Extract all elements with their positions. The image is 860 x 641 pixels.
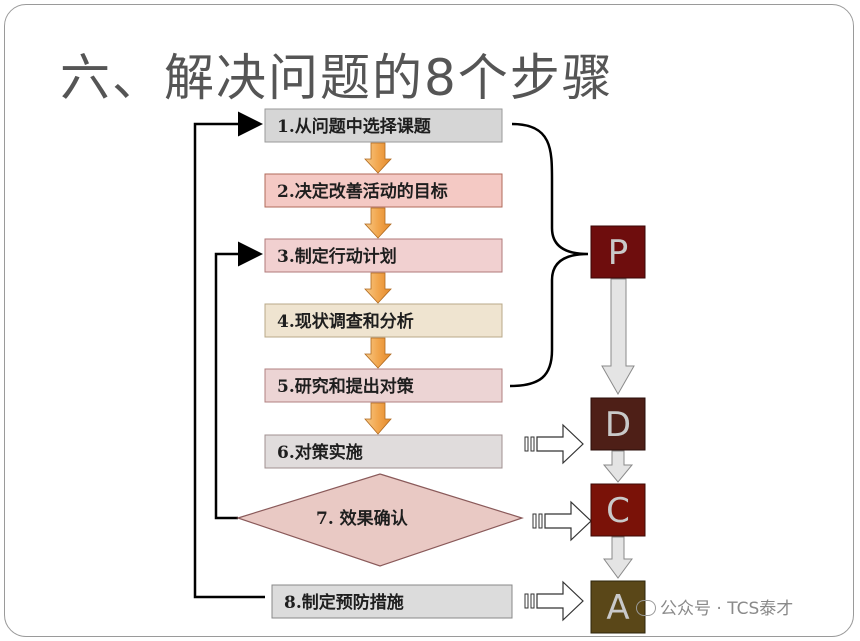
pdca-c-letter: C: [606, 491, 630, 531]
arrow-to-a: [524, 580, 584, 622]
loop-line-inner: [214, 241, 263, 520]
step-8-box: 8.制定预防措施: [271, 584, 513, 619]
pdca-p-block: P: [590, 225, 646, 279]
step-4-label: 4.现状调查和分析: [277, 311, 414, 332]
step-7-label: 7. 效果确认: [316, 508, 409, 529]
orange-arrows: [364, 142, 392, 435]
down-arrow-1: [364, 142, 392, 174]
step-1-box: 1.从问题中选择课题: [264, 108, 503, 143]
down-arrow-4: [364, 337, 392, 369]
step-6-label: 6.对策实施: [277, 442, 363, 463]
step-8-label: 8.制定预防措施: [284, 592, 404, 613]
wechat-icon: [636, 600, 656, 616]
arrow-to-d: [524, 423, 584, 465]
pdca-d-letter: D: [605, 405, 631, 445]
watermark: 公众号 · TCS泰才: [636, 594, 793, 619]
down-arrow-5: [364, 402, 392, 435]
c-to-a-arrow: [603, 536, 633, 579]
step-6-box: 6.对策实施: [264, 434, 503, 469]
d-to-c-arrow: [602, 450, 634, 483]
p-to-d-arrow: [601, 278, 635, 396]
pdca-p-letter: P: [608, 233, 629, 273]
step-1-label: 1.从问题中选择课题: [277, 116, 432, 137]
step-2-box: 2.决定改善活动的目标: [264, 173, 503, 208]
step-7-diamond: 7. 效果确认: [236, 473, 524, 567]
down-arrow-3: [364, 272, 392, 304]
step-5-label: 5.研究和提出对策: [277, 376, 415, 397]
step-3-box: 3.制定行动计划: [264, 238, 503, 273]
pdca-arrows: [601, 278, 635, 579]
step-3-label: 3.制定行动计划: [277, 246, 397, 267]
step-2-label: 2.决定改善活动的目标: [277, 181, 448, 202]
arrow-to-c: [532, 500, 592, 542]
plan-brace: [509, 122, 589, 388]
step-4-box: 4.现状调查和分析: [264, 303, 503, 338]
pdca-d-block: D: [590, 397, 646, 451]
step-5-box: 5.研究和提出对策: [264, 368, 503, 403]
pdca-c-block: C: [590, 483, 646, 537]
down-arrow-2: [364, 207, 392, 239]
watermark-text: 公众号 · TCS泰才: [660, 599, 794, 619]
page-title: 六、解决问题的8个步骤: [60, 49, 614, 107]
pdca-a-letter: A: [606, 588, 629, 628]
loop-line-outer: [193, 111, 265, 599]
right-arrows: [524, 423, 592, 622]
